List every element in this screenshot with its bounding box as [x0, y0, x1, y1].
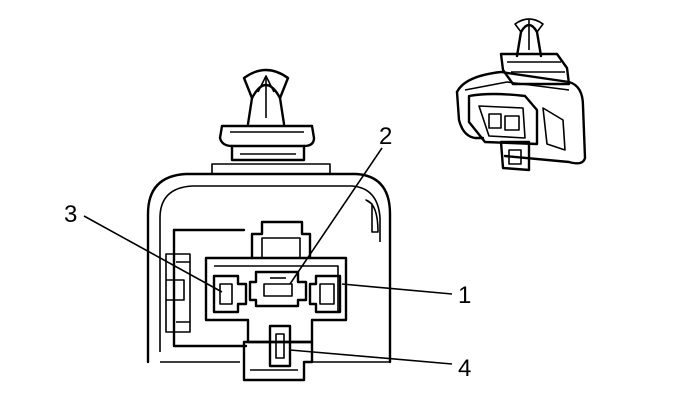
- left-latch-guide: [165, 228, 248, 348]
- leader-lines: [83, 147, 453, 365]
- connector-front-view: [146, 68, 392, 382]
- terminal-cavity-block: [204, 256, 348, 344]
- leader-line-1: [341, 283, 453, 295]
- leader-line-4: [289, 349, 453, 365]
- connector-isometric-view: [455, 18, 587, 172]
- connector-housing: [146, 172, 392, 364]
- locking-clip: [211, 68, 331, 174]
- callout-1: 1: [458, 282, 471, 309]
- housing-inner-edge: [159, 185, 381, 352]
- key-slot: [250, 220, 312, 260]
- callout-4: 4: [458, 355, 471, 382]
- callout-2: 2: [379, 123, 392, 150]
- terminal-cavity-3: [212, 274, 248, 314]
- leader-line-2: [289, 147, 383, 285]
- terminal-cavity-2: [248, 270, 308, 308]
- callout-3: 3: [64, 201, 77, 228]
- terminal-cavity-4: [242, 324, 314, 382]
- leader-line-3: [83, 215, 223, 293]
- terminal-cavity-1: [308, 274, 342, 314]
